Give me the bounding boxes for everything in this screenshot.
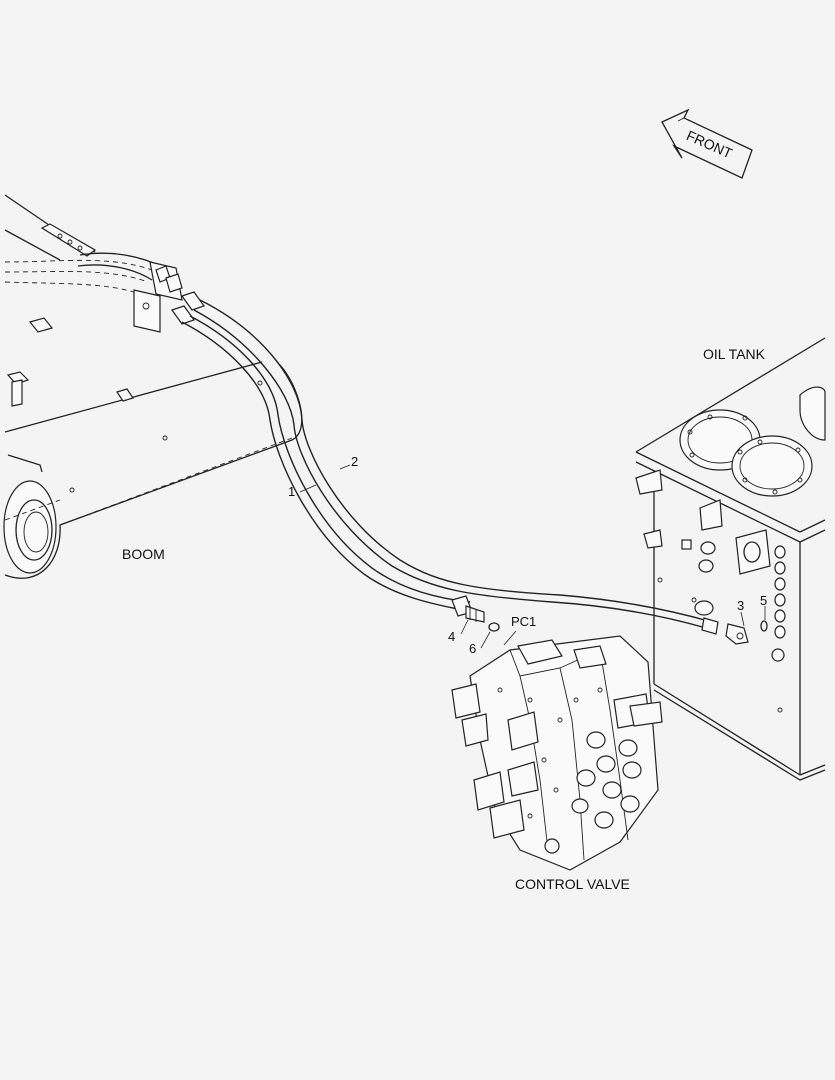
callout-1: 1 xyxy=(288,484,295,499)
callout-4: 4 xyxy=(448,629,455,644)
oil-tank xyxy=(635,337,826,781)
oil-tank-label: OIL TANK xyxy=(703,346,766,362)
fitting-3 xyxy=(701,617,749,645)
boom-cylinder xyxy=(3,194,303,579)
callout-2: 2 xyxy=(351,454,358,469)
o-ring-5 xyxy=(760,620,768,632)
fitting-4 xyxy=(451,595,485,623)
front-arrow-icon: FRONT xyxy=(661,108,753,179)
boom-pipes xyxy=(4,252,183,333)
front-label: FRONT xyxy=(684,127,735,161)
callout-leaders xyxy=(299,464,766,649)
control-valve xyxy=(451,635,663,871)
control-valve-label: CONTROL VALVE xyxy=(515,876,630,892)
callout-3: 3 xyxy=(737,598,744,613)
hose-2 xyxy=(181,291,713,629)
o-ring-6 xyxy=(488,622,500,632)
boom-label: BOOM xyxy=(122,546,165,562)
port-pc1-label: PC1 xyxy=(511,614,536,629)
callout-5: 5 xyxy=(760,593,767,608)
hose-1 xyxy=(171,305,471,611)
callout-6: 6 xyxy=(469,641,476,656)
